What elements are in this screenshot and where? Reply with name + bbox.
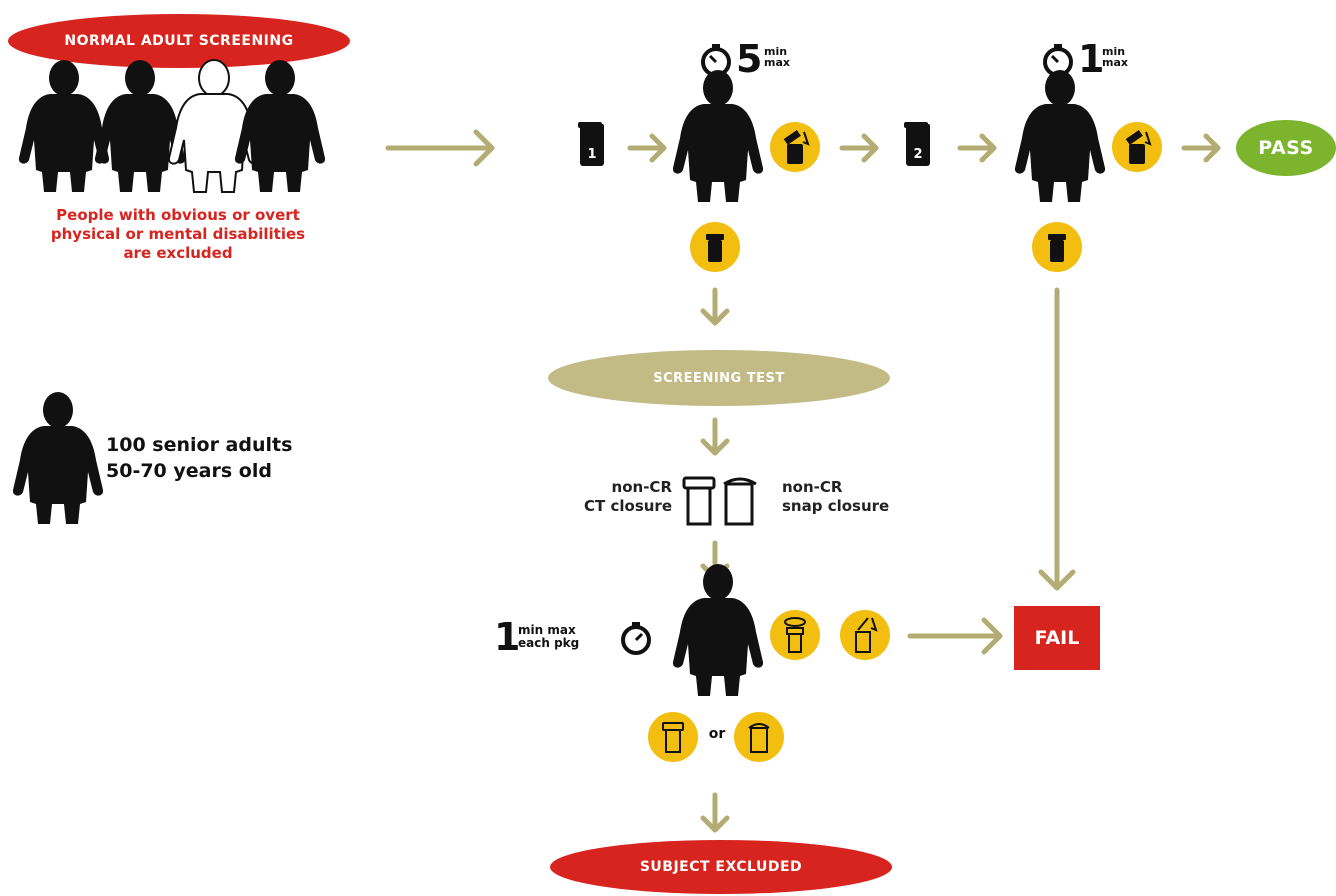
closure-line: non-CR <box>782 478 843 496</box>
ct-bottle-circle <box>648 712 698 762</box>
screening-test-label: SCREENING TEST <box>653 370 785 386</box>
arrow-to-first-test <box>385 129 495 167</box>
legend-line: 50-70 years old <box>106 460 272 482</box>
or-label: or <box>708 726 726 742</box>
screening-test-badge: SCREENING TEST <box>548 350 890 406</box>
open-bottle-icon <box>1125 129 1152 164</box>
arrow-down-to-fail <box>1038 287 1076 591</box>
ct-bottle-icon <box>662 722 684 753</box>
timer-each-pkg: 1 min max each pkg <box>494 618 664 662</box>
timer-icon <box>1043 44 1073 77</box>
snap-cap-circle <box>840 610 890 660</box>
closure-line: CT closure <box>584 497 672 515</box>
normal-adult-screening-label: NORMAL ADULT SCREENING <box>64 33 294 49</box>
non-cr-ct-label: non-CR CT closure <box>566 478 672 516</box>
timer-1min: 1 min max <box>1042 40 1182 84</box>
bottle-icon: 1 <box>578 122 604 166</box>
ct-bottle-icon <box>682 476 716 526</box>
snap-bottle-icon <box>723 477 757 526</box>
arrow-down-to-excluded <box>700 792 730 833</box>
arrow-down-to-screening <box>700 287 730 326</box>
subject-excluded-label: SUBJECT EXCLUDED <box>639 859 803 875</box>
closure-line: snap closure <box>782 497 890 515</box>
snap-bottle-icon <box>748 723 770 753</box>
legend-line: 100 senior adults <box>106 434 293 456</box>
timer-unit-bottom: max <box>1102 56 1128 69</box>
fail-label: FAIL <box>1034 627 1080 649</box>
fail-badge: FAIL <box>1014 606 1100 670</box>
timer-5min: 5 min max <box>700 40 840 84</box>
arrow-bottle2-to-person2 <box>957 133 997 163</box>
exclusion-note-line: physical or mental disabilities <box>50 225 306 243</box>
snap-cap-icon <box>855 617 878 653</box>
pass-badge: PASS <box>1236 120 1336 176</box>
close-bottle-icon <box>1048 234 1066 262</box>
arrow-open1-to-bottle2 <box>839 133 879 163</box>
bottle-number: 1 <box>587 147 597 162</box>
closed-bottle-circle <box>1032 222 1082 272</box>
twist-cap-icon <box>784 617 806 653</box>
exclusion-note-line: are excluded <box>123 244 233 262</box>
arrow-to-fail <box>907 617 1003 655</box>
arrow-bottle1-to-person <box>627 133 667 163</box>
close-bottle-icon <box>706 234 724 262</box>
timer-unit-top: min <box>764 45 788 58</box>
legend: 100 senior adults 50-70 years old <box>106 432 292 484</box>
timer-number: 1 <box>494 615 521 659</box>
snap-bottle-circle <box>734 712 784 762</box>
timer-unit-top: min <box>1102 45 1126 58</box>
pass-label: PASS <box>1258 137 1314 159</box>
open-bottle-circle <box>770 122 820 172</box>
subject-excluded-badge: SUBJECT EXCLUDED <box>550 840 892 894</box>
timer-number: 1 <box>1078 37 1105 81</box>
open-bottle-icon <box>783 129 810 164</box>
bottle-number: 2 <box>913 147 923 162</box>
arrow-open2-to-pass <box>1181 133 1221 163</box>
closure-line: non-CR <box>611 478 672 496</box>
non-cr-snap-label: non-CR snap closure <box>782 478 932 516</box>
timer-number: 5 <box>736 37 763 81</box>
bottle-icon: 2 <box>904 122 930 166</box>
exclusion-note: People with obvious or overt physical or… <box>0 206 356 263</box>
timer-icon <box>701 44 731 77</box>
arrow-down-to-closures <box>700 417 730 456</box>
normal-adult-screening-badge: NORMAL ADULT SCREENING <box>8 14 350 68</box>
timer-unit-bottom: max <box>764 56 790 69</box>
twist-cap-circle <box>770 610 820 660</box>
timer-icon <box>621 622 651 655</box>
timer-unit-bottom: each pkg <box>518 636 580 650</box>
timer-unit-top: min max <box>518 623 576 637</box>
closed-bottle-circle <box>690 222 740 272</box>
open-bottle-circle <box>1112 122 1162 172</box>
exclusion-note-line: People with obvious or overt <box>56 206 300 224</box>
